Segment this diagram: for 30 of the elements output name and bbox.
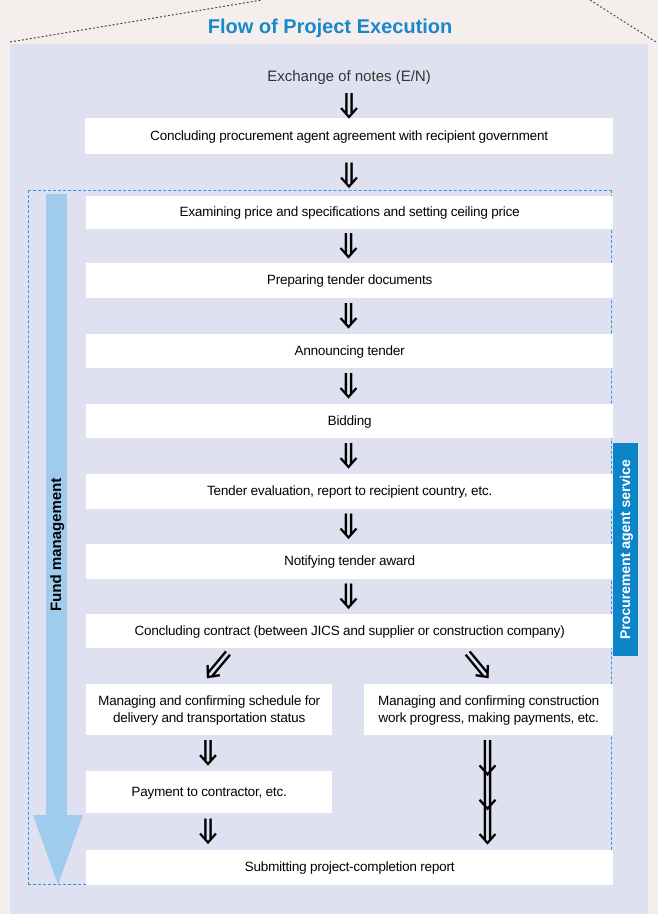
double-arrow [339, 232, 358, 259]
process-box: Examining price and specifications and setting ceiling price [86, 196, 613, 229]
double-arrow [478, 738, 497, 845]
process-box: Tender evaluation, report to recipient country, etc. [86, 474, 613, 509]
double-arrow [198, 817, 218, 844]
double-arrow [198, 738, 218, 766]
process-box: Preparing tender documents [86, 263, 613, 298]
start-label: Exchange of notes (E/N) [85, 62, 613, 92]
double-arrow [339, 442, 358, 469]
band-label: Fund management [47, 476, 66, 613]
process-box: Submitting project-completion report [86, 850, 613, 885]
double-arrow [339, 302, 358, 329]
double-arrow [206, 650, 232, 678]
process-box: Bidding [86, 404, 613, 438]
double-arrow [339, 582, 358, 610]
process-box: Notifying tender award [86, 544, 613, 579]
process-box: Payment to contractor, etc. [86, 771, 332, 813]
group-heading: Procurement agent service [613, 443, 638, 656]
double-arrow [339, 512, 358, 540]
process-box: Concluding procurement agent agreement with recipient government [85, 118, 613, 154]
process-box: Managing and confirming schedule for delivery and transportation status [86, 684, 332, 735]
double-arrow [339, 372, 358, 399]
process-box: Announcing tender [86, 334, 613, 368]
downward-arrow-band [33, 194, 83, 885]
double-arrow [340, 92, 358, 119]
title: Flow of Project Execution [206, 15, 454, 40]
double-arrow [340, 161, 358, 188]
process-box: Concluding contract (between JICS and supplier or construction company) [86, 614, 613, 648]
process-box: Managing and confirming construction work progress, making payments, etc. [364, 684, 613, 735]
double-arrow [464, 650, 490, 678]
